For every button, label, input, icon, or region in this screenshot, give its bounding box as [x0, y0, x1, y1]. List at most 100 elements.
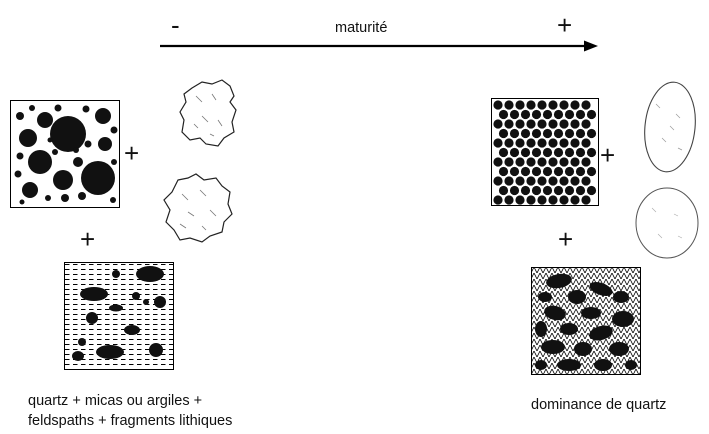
- quartz-dominant-box: [531, 267, 641, 375]
- sorted-grain: [570, 138, 580, 148]
- sorted-grain: [504, 119, 514, 129]
- well-sorted-grains-box: [491, 98, 599, 206]
- sorted-grain: [504, 138, 514, 148]
- sorted-grain: [509, 166, 520, 177]
- sorted-grain: [553, 109, 564, 120]
- axis-minus-sign: -: [171, 10, 180, 40]
- sorted-grain: [548, 119, 558, 129]
- sorted-grain: [581, 157, 591, 167]
- sorted-grain: [493, 100, 503, 110]
- sorted-grain: [575, 128, 586, 139]
- sorted-grain: [498, 109, 509, 120]
- sorted-grain: [526, 157, 536, 167]
- sorted-grain: [559, 138, 569, 148]
- sorted-grain: [548, 100, 558, 110]
- sorted-grain: [493, 176, 503, 186]
- sorted-grain: [570, 176, 580, 186]
- sorted-grain: [548, 195, 558, 205]
- sorted-grain: [504, 176, 514, 186]
- sorted-grain: [559, 195, 569, 205]
- sorted-grain: [498, 128, 509, 139]
- sorted-grain: [570, 157, 580, 167]
- sorted-grain: [559, 176, 569, 186]
- sorted-grain: [509, 185, 520, 196]
- sorted-grain: [520, 185, 531, 196]
- sorted-grain: [575, 147, 586, 158]
- sorted-grain: [504, 157, 514, 167]
- angular-grain-bottom-icon: [163, 173, 233, 243]
- sorted-grain: [515, 119, 525, 129]
- sorted-grain: [537, 138, 547, 148]
- sorted-grain: [509, 128, 520, 139]
- poorly-sorted-grains-box: [10, 100, 120, 208]
- sorted-grain: [542, 166, 553, 177]
- sorted-grain: [542, 147, 553, 158]
- sorted-grain: [509, 147, 520, 158]
- immature-plus-bottom: +: [80, 224, 96, 254]
- sorted-grain: [542, 128, 553, 139]
- sorted-grain: [526, 100, 536, 110]
- rounded-grain-oval-icon: [644, 81, 696, 173]
- sorted-grain: [564, 166, 575, 177]
- sorted-grain: [504, 100, 514, 110]
- sorted-grain: [531, 109, 542, 120]
- sorted-grain: [509, 109, 520, 120]
- sorted-grain: [526, 176, 536, 186]
- sorted-grain: [581, 100, 591, 110]
- sorted-grain: [498, 147, 509, 158]
- sorted-grain: [553, 147, 564, 158]
- sorted-grain: [515, 100, 525, 110]
- mature-caption: dominance de quartz: [531, 397, 667, 413]
- angular-grain-top-icon: [179, 79, 237, 147]
- sorted-grain: [531, 166, 542, 177]
- sorted-grain: [575, 166, 586, 177]
- immature-caption-line1: quartz + micas ou argiles +: [28, 393, 203, 409]
- maturity-arrow: [160, 40, 598, 52]
- sorted-grain: [542, 185, 553, 196]
- sorted-grain: [548, 157, 558, 167]
- immature-caption-line2: feldspaths + fragments lithiques: [28, 413, 233, 429]
- matrix-rich-box: [64, 262, 174, 370]
- sorted-grain: [586, 166, 597, 177]
- axis-label: maturité: [335, 20, 388, 36]
- sorted-grain: [526, 119, 536, 129]
- sorted-grain: [498, 166, 509, 177]
- sorted-grain: [493, 138, 503, 148]
- sorted-grain: [564, 147, 575, 158]
- sorted-grain: [493, 157, 503, 167]
- sorted-grain: [581, 119, 591, 129]
- sorted-grain: [586, 128, 597, 139]
- sorted-grain: [526, 195, 536, 205]
- sorted-grain: [504, 195, 514, 205]
- sorted-grain: [515, 157, 525, 167]
- sorted-grain: [581, 176, 591, 186]
- sorted-grain: [537, 157, 547, 167]
- sorted-grain: [515, 176, 525, 186]
- sorted-grain: [537, 119, 547, 129]
- sorted-grain: [570, 100, 580, 110]
- sorted-grain: [537, 195, 547, 205]
- sorted-grain: [531, 147, 542, 158]
- sorted-grain: [498, 185, 509, 196]
- sorted-grain: [537, 176, 547, 186]
- sorted-grain: [493, 195, 503, 205]
- mature-plus-bottom: +: [558, 224, 574, 254]
- sorted-grain: [520, 166, 531, 177]
- sorted-grain: [493, 119, 503, 129]
- sorted-grain: [548, 138, 558, 148]
- sorted-grain: [515, 195, 525, 205]
- sorted-grain: [531, 185, 542, 196]
- sorted-grain: [581, 195, 591, 205]
- sorted-grain: [559, 119, 569, 129]
- sorted-grain: [531, 128, 542, 139]
- sorted-grain: [537, 100, 547, 110]
- sorted-grain: [553, 128, 564, 139]
- sorted-grain: [586, 109, 597, 120]
- sorted-grain: [553, 185, 564, 196]
- sorted-grain: [520, 109, 531, 120]
- sorted-grain: [548, 176, 558, 186]
- sorted-grain: [570, 195, 580, 205]
- sorted-grain: [515, 138, 525, 148]
- sorted-grain: [575, 185, 586, 196]
- sorted-grain: [553, 166, 564, 177]
